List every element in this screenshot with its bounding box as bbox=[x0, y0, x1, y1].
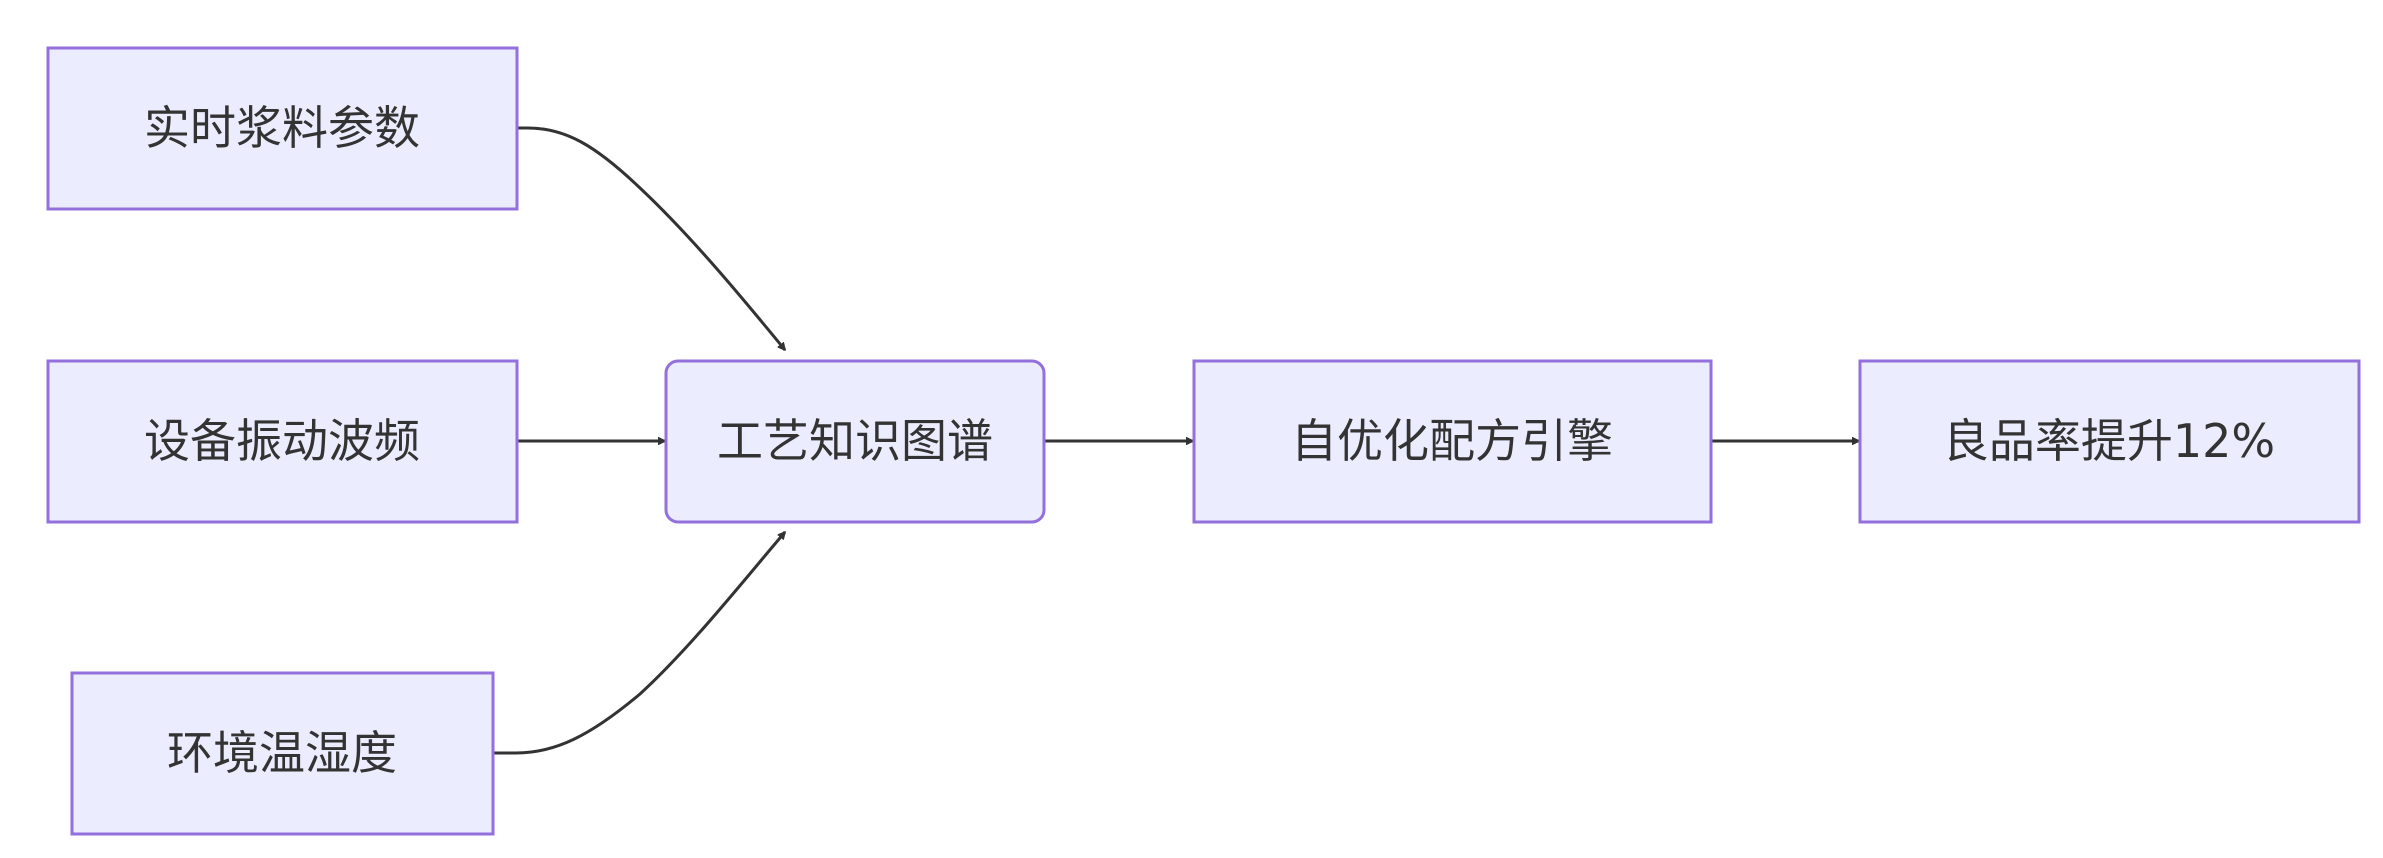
node-knowledge-graph: 工艺知识图谱 bbox=[664, 359, 1046, 524]
edge-environment-to-knowledge-graph bbox=[494, 532, 787, 755]
node-environment: 环境温湿度 bbox=[70, 671, 495, 836]
node-yield-improvement: 良品率提升12% bbox=[1858, 359, 2361, 524]
node-formula-engine: 自优化配方引擎 bbox=[1192, 359, 1713, 524]
edge-slurry-to-knowledge-graph bbox=[518, 126, 787, 350]
node-knowledge-graph-label: 工艺知识图谱 bbox=[717, 414, 993, 468]
node-yield-improvement-label: 良品率提升12% bbox=[1943, 414, 2275, 468]
node-slurry-parameters-label: 实时浆料参数 bbox=[144, 101, 420, 155]
node-formula-engine-label: 自优化配方引擎 bbox=[1291, 414, 1613, 468]
node-slurry-parameters: 实时浆料参数 bbox=[46, 46, 519, 211]
node-vibration-frequency: 设备振动波频 bbox=[46, 359, 519, 524]
edges-layer bbox=[494, 126, 1859, 755]
node-vibration-frequency-label: 设备振动波频 bbox=[144, 414, 420, 468]
node-environment-label: 环境温湿度 bbox=[167, 726, 397, 780]
